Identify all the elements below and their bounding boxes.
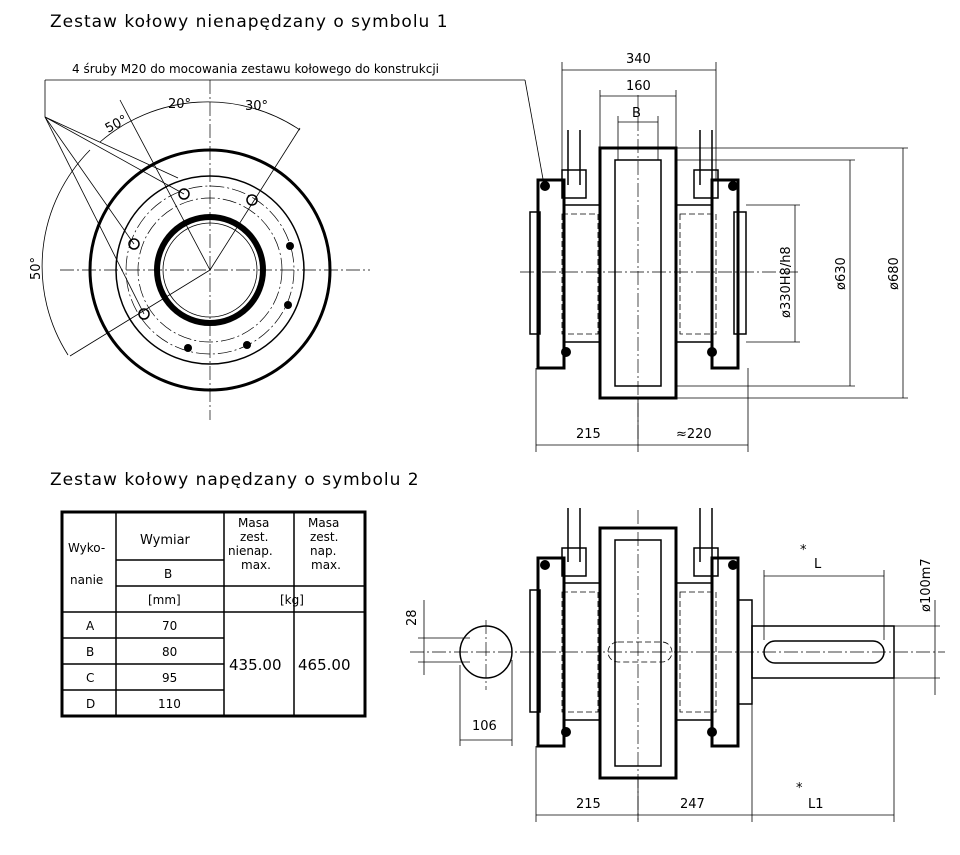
bolt-note: 4 śruby M20 do mocowania zestawu kołoweg… [72,62,439,76]
th-mm: [mm] [148,593,181,607]
shaft-end-view: 28 106 [405,600,520,746]
th-masa2-l3: nap. [310,544,336,558]
dim-340: 340 [626,52,651,67]
dim-100m7: ø100m7 [919,558,934,612]
star-L1: * [796,781,803,796]
dim-220: ≈220 [676,427,712,442]
dim-106: 106 [472,719,497,734]
th-kg: [kg] [280,593,304,607]
row-B-b: 80 [162,645,177,659]
side-section-bottom: * L ø100m7 215 247 * L1 [520,508,945,822]
row-A-w: A [86,619,95,633]
th-B: B [164,567,172,581]
angle-50-top: 50° [103,112,130,136]
title-non-driven: Zestaw kołowy nienapędzany o symbolu 1 [50,12,449,32]
angle-50-left: 50° [29,257,44,280]
th-masa2-l1: Masa [308,516,339,530]
front-view: 20° 30° 50° 50° [29,79,546,420]
th-masa2-l4: max. [311,558,341,572]
th-masa1-l2: zest. [240,530,268,544]
star-L: * [800,543,807,558]
row-D-b: 110 [158,697,181,711]
row-C-w: C [86,671,94,685]
dim-L: L [814,557,822,572]
dim-680: ø680 [887,257,902,290]
dim-L1: L1 [808,797,824,812]
row-B-w: B [86,645,94,659]
dim-160: 160 [626,79,651,94]
dim-B: B [632,106,641,121]
th-masa1-l3: nienap. [228,544,273,558]
angle-30: 30° [245,99,268,114]
mass-non-driven: 435.00 [229,656,282,674]
th-masa1-l1: Masa [238,516,269,530]
dim-215-bottom: 215 [576,797,601,812]
dim-630: ø630 [834,257,849,290]
th-wykonanie-2: nanie [70,573,103,587]
mass-driven: 465.00 [298,656,351,674]
side-section-top: 340 160 B ø330H8/h8 ø630 ø680 215 ≈220 [520,52,908,452]
th-masa1-l4: max. [241,558,271,572]
row-C-b: 95 [162,671,177,685]
dim-330: ø330H8/h8 [779,246,794,318]
th-masa2-l2: zest. [310,530,338,544]
spec-table: Wyko- nanie Wymiar B [mm] Masa zest. nie… [60,510,367,718]
row-A-b: 70 [162,619,177,633]
dim-215-top: 215 [576,427,601,442]
th-wymiar: Wymiar [140,533,191,548]
title-driven: Zestaw kołowy napędzany o symbolu 2 [50,470,420,490]
row-D-w: D [86,697,95,711]
dim-28: 28 [405,609,420,626]
th-wykonanie-1: Wyko- [68,541,105,555]
dim-247: 247 [680,797,705,812]
angle-20: 20° [168,97,191,112]
